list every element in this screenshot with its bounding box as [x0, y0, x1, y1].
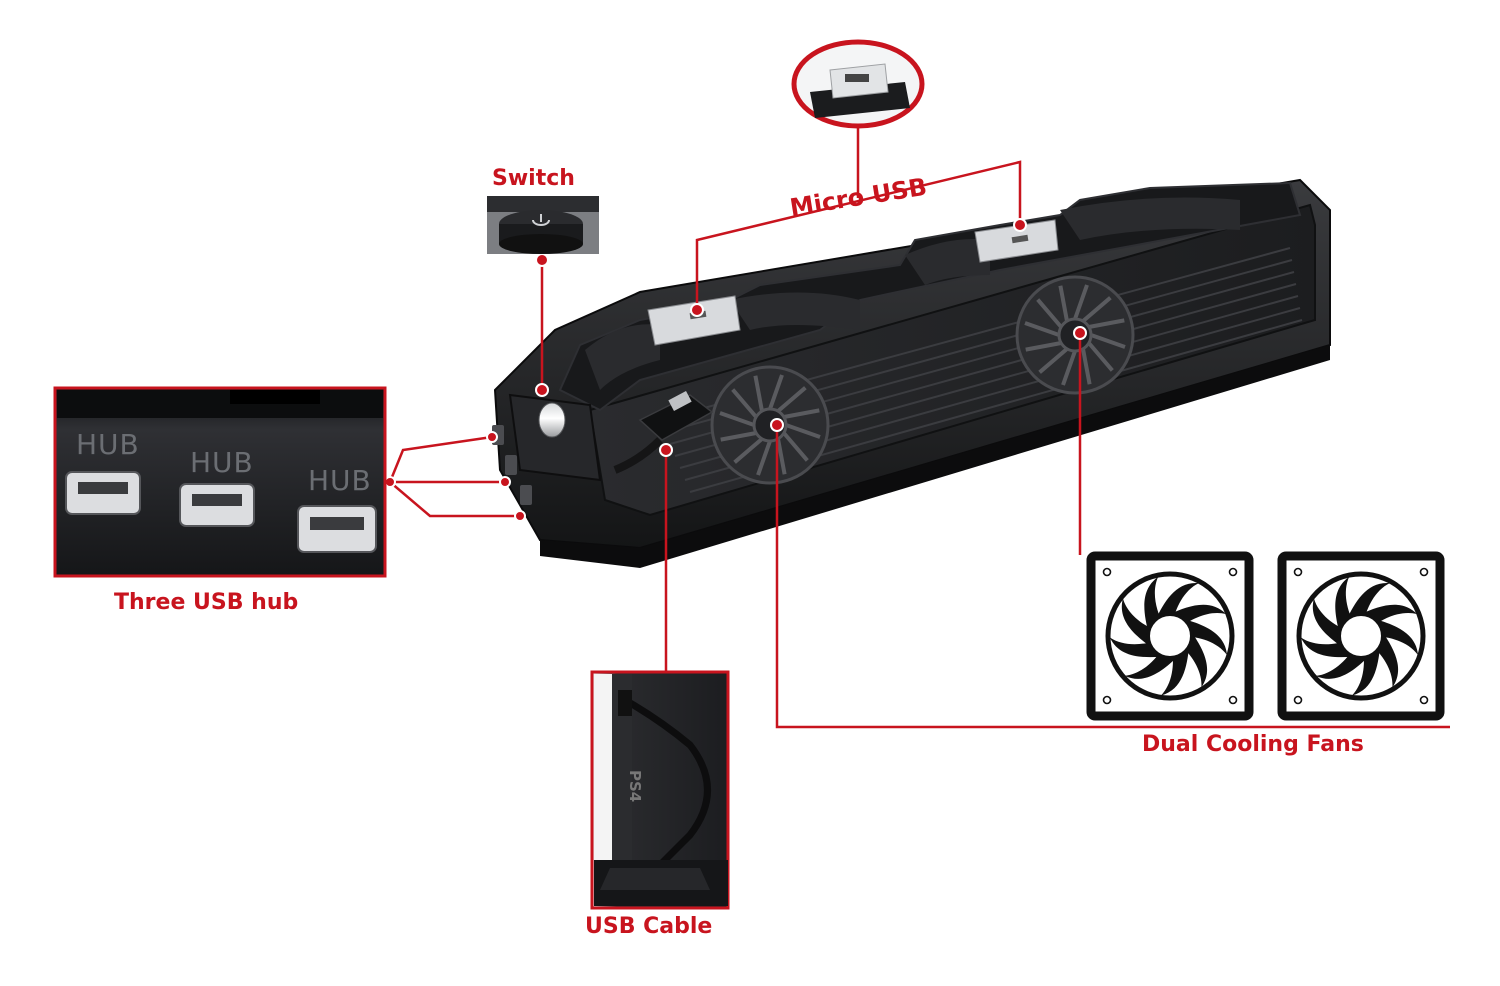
callout-dots [384, 218, 1087, 522]
usb-port-icon [65, 471, 141, 515]
fan-diagram-right [1277, 551, 1445, 721]
fan-diagram-left [1086, 551, 1254, 721]
fans-leader-line [775, 425, 1450, 729]
usb-cable-inset: PS4 [590, 670, 730, 910]
hub-label-2: HUB [190, 446, 254, 479]
usb-cable-label: USB Cable [585, 914, 713, 939]
cooling-stand-device [492, 178, 1331, 568]
micro-usb-inset [791, 39, 925, 129]
usb-hub-inset: HUB HUB HUB [53, 386, 387, 578]
device-usb-port-2 [505, 455, 517, 475]
three-usb-hub-label: Three USB hub [114, 590, 299, 615]
hub-label-3: HUB [308, 464, 372, 497]
power-icon [532, 214, 550, 226]
micro-usb-leader-line [695, 160, 1022, 310]
callout-lines [388, 126, 1450, 729]
device-power-button [538, 402, 566, 438]
device-usb-port-3 [520, 485, 532, 505]
micro-usb-connector-icon [845, 74, 869, 82]
dual-cooling-fans-label: Dual Cooling Fans [1142, 732, 1364, 757]
console-marking: PS4 [626, 770, 644, 802]
usb-port-icon [179, 483, 255, 527]
micro-usb-connector-left-icon [647, 295, 741, 346]
switch-inset [487, 196, 599, 254]
usb-port-icon [297, 505, 377, 553]
hub-label-1: HUB [76, 428, 140, 461]
switch-label: Switch [492, 166, 575, 191]
